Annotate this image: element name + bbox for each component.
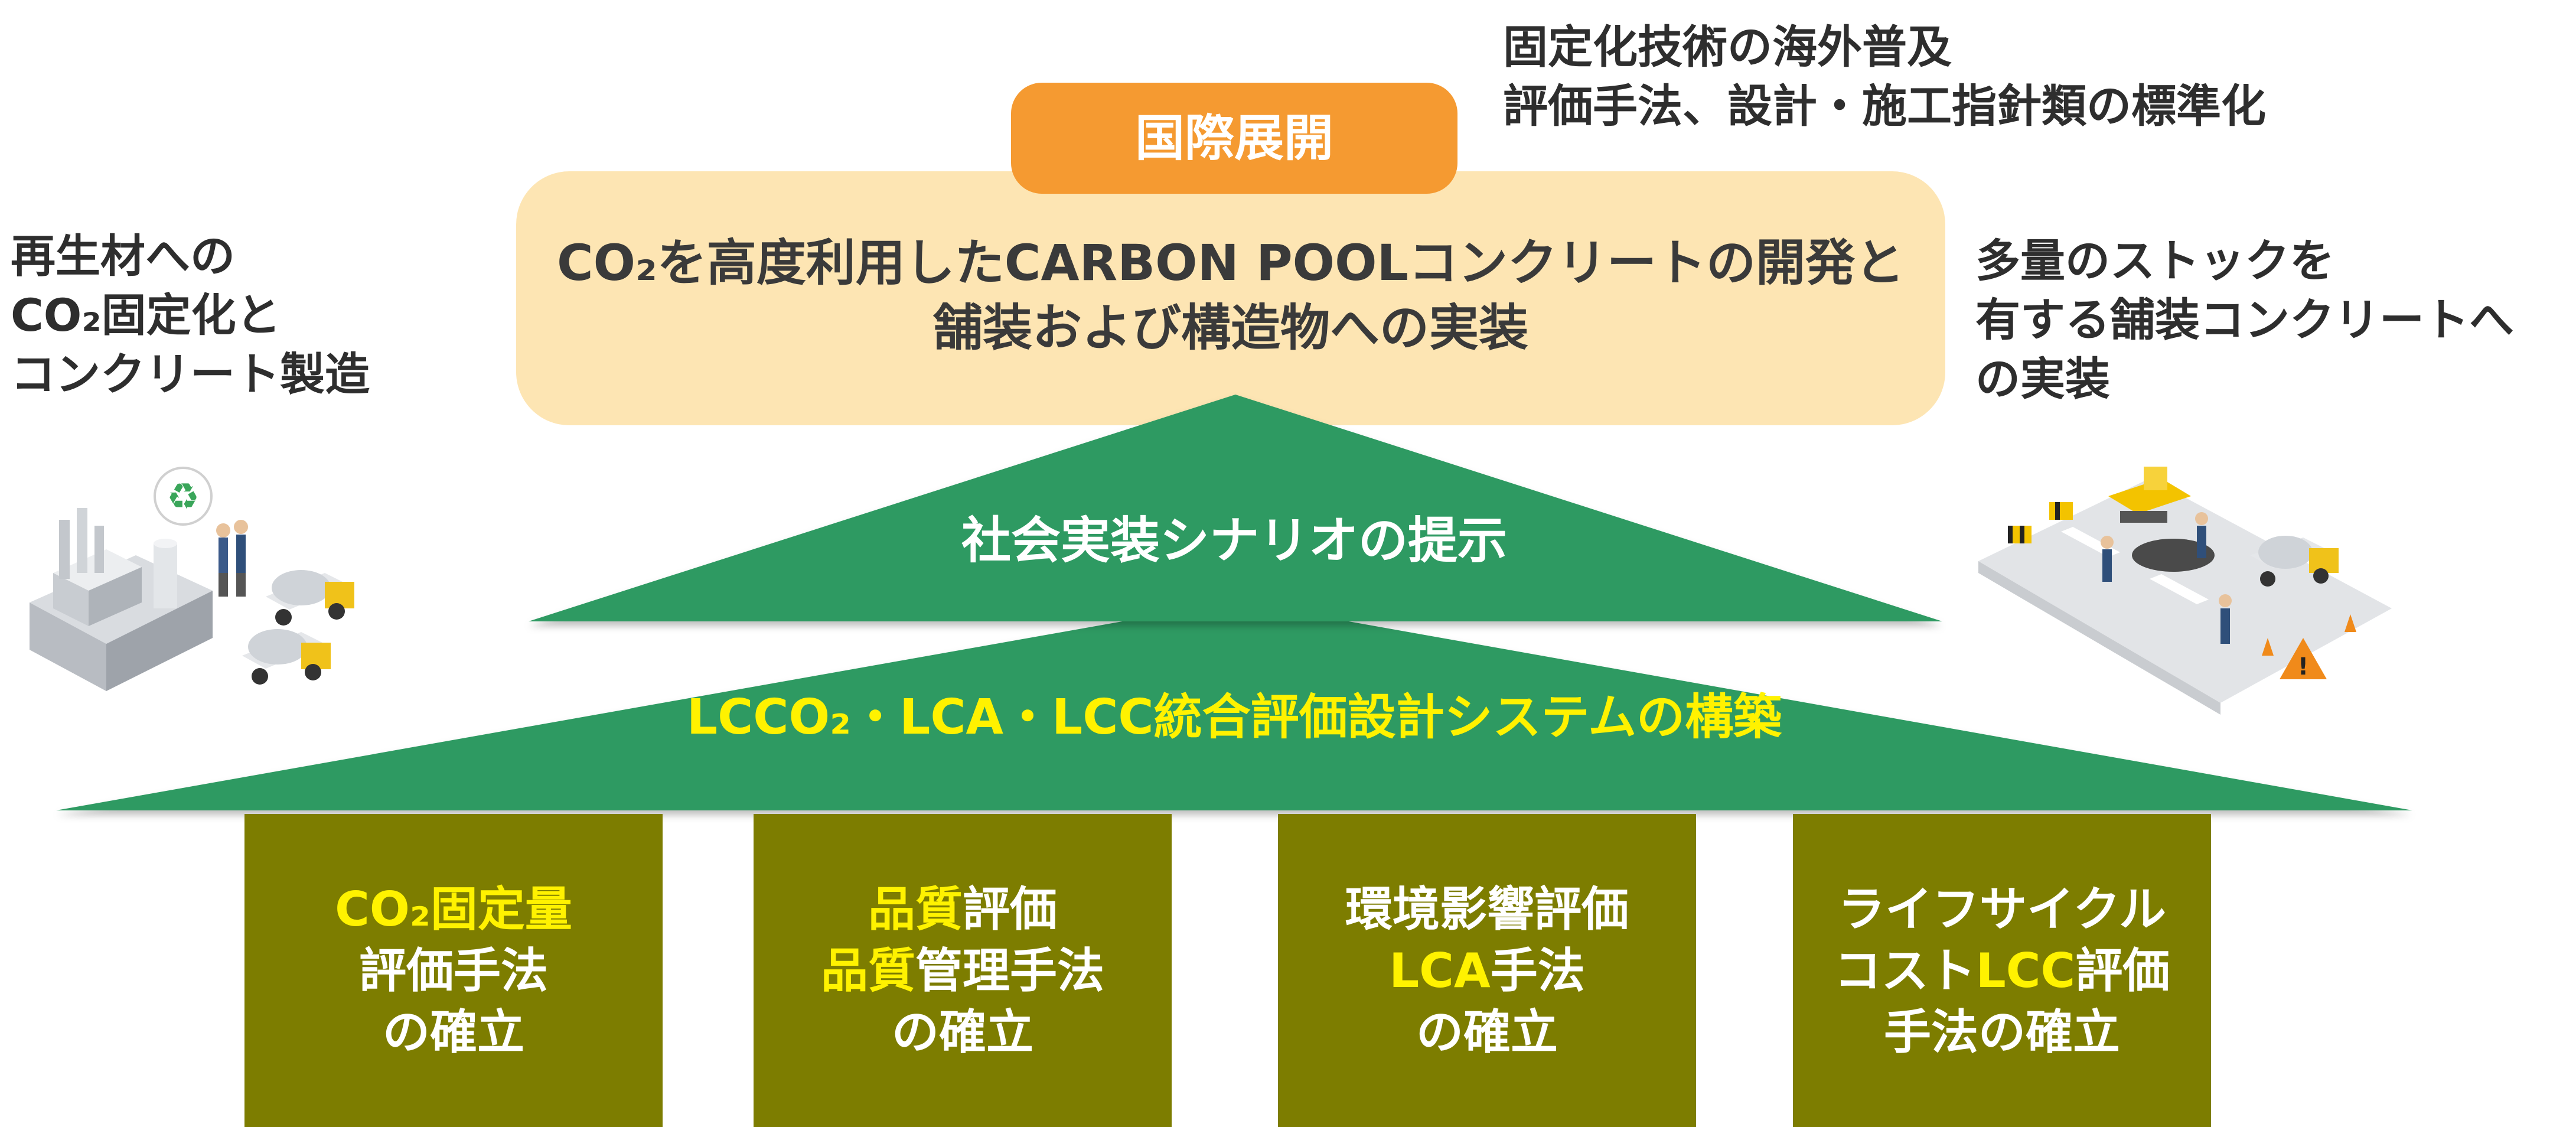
pillar-quality: 品質評価 品質管理手法 の確立 <box>754 814 1172 1127</box>
pillar-2-line-2-rest: 管理手法 <box>915 943 1104 998</box>
pillar-3-line-1: 環境影響評価 <box>1345 882 1629 937</box>
pillar-4-line-2-after: 評価 <box>2075 943 2170 998</box>
recycle-icon: ♻ <box>154 467 213 526</box>
vision-line-1: CO₂を高度利用したCARBON POOLコンクリートの開発と <box>556 234 1905 292</box>
system-text: LCCO₂・LCA・LCC統合評価設計システムの構築 <box>686 689 1782 745</box>
pillar-3-line-2-highlight: LCA <box>1389 943 1491 998</box>
pillar-environment: 環境影響評価 LCA手法 の確立 <box>1278 814 1696 1127</box>
left-note: 再生材への CO₂固定化と コンクリート製造 <box>11 227 370 404</box>
pillar-4-line-2-before: コスト <box>1834 943 1976 998</box>
vision-text: CO₂を高度利用したCARBON POOLコンクリートの開発と 舗装および構造物… <box>516 230 1945 360</box>
pillar-1-line-1-highlight: CO₂固定量 <box>335 882 572 937</box>
pillar-4-line-1: ライフサイクル <box>1838 882 2166 937</box>
right-note-line-3: の実装 <box>1975 353 2110 405</box>
roof-upper <box>529 395 1942 621</box>
scenario-text: 社会実装シナリオの提示 <box>961 512 1507 569</box>
vision-box <box>516 171 1945 425</box>
pillar-3-line-3: の確立 <box>1416 1005 1558 1060</box>
pillar-2-line-1-highlight: 品質 <box>868 882 963 937</box>
pillar-1-line-3: の確立 <box>383 1005 524 1060</box>
road-paving-work-illustration: ! <box>1978 467 2392 715</box>
pillar-4-line-2-highlight: LCC <box>1975 943 2076 998</box>
right-note-line-2: 有する舗装コンクリートへ <box>1975 294 2514 346</box>
pillar-3-line-2-rest: 手法 <box>1490 943 1585 998</box>
svg-text:!: ! <box>2298 653 2308 680</box>
international-notes: 固定化技術の海外普及 評価手法、設計・施工指針類の標準化 <box>1503 18 2266 136</box>
pillar-1-line-2: 評価手法 <box>359 943 548 998</box>
pillar-2-line-3: の確立 <box>892 1005 1033 1060</box>
svg-text:♻: ♻ <box>167 475 200 518</box>
international-line-2: 評価手法、設計・施工指針類の標準化 <box>1503 80 2266 132</box>
right-note: 多量のストックを 有する舗装コンクリートへ の実装 <box>1975 232 2514 409</box>
pillar-4-line-3: 手法の確立 <box>1884 1005 2120 1060</box>
roof-lower <box>56 601 2412 810</box>
international-line-1: 固定化技術の海外普及 <box>1503 21 1952 73</box>
pillar-2-line-2-highlight: 品質 <box>821 943 915 998</box>
left-note-line-1: 再生材への <box>11 230 235 282</box>
pillar-lifecycle-cost: ライフサイクル コストLCC評価 手法の確立 <box>1793 814 2211 1127</box>
left-note-line-2: CO₂固定化と <box>11 289 281 341</box>
international-badge: 国際展開 <box>1011 83 1457 194</box>
pillar-2-line-1-rest: 評価 <box>963 882 1057 937</box>
left-note-line-3: コンクリート製造 <box>11 348 370 400</box>
pillar-co2-fixation: CO₂固定量 評価手法 の確立 <box>244 814 663 1127</box>
vision-line-2: 舗装および構造物への実装 <box>932 299 1528 357</box>
factory-mixer-truck-illustration: ♻ <box>30 467 354 691</box>
right-note-line-1: 多量のストックを <box>1975 234 2334 287</box>
